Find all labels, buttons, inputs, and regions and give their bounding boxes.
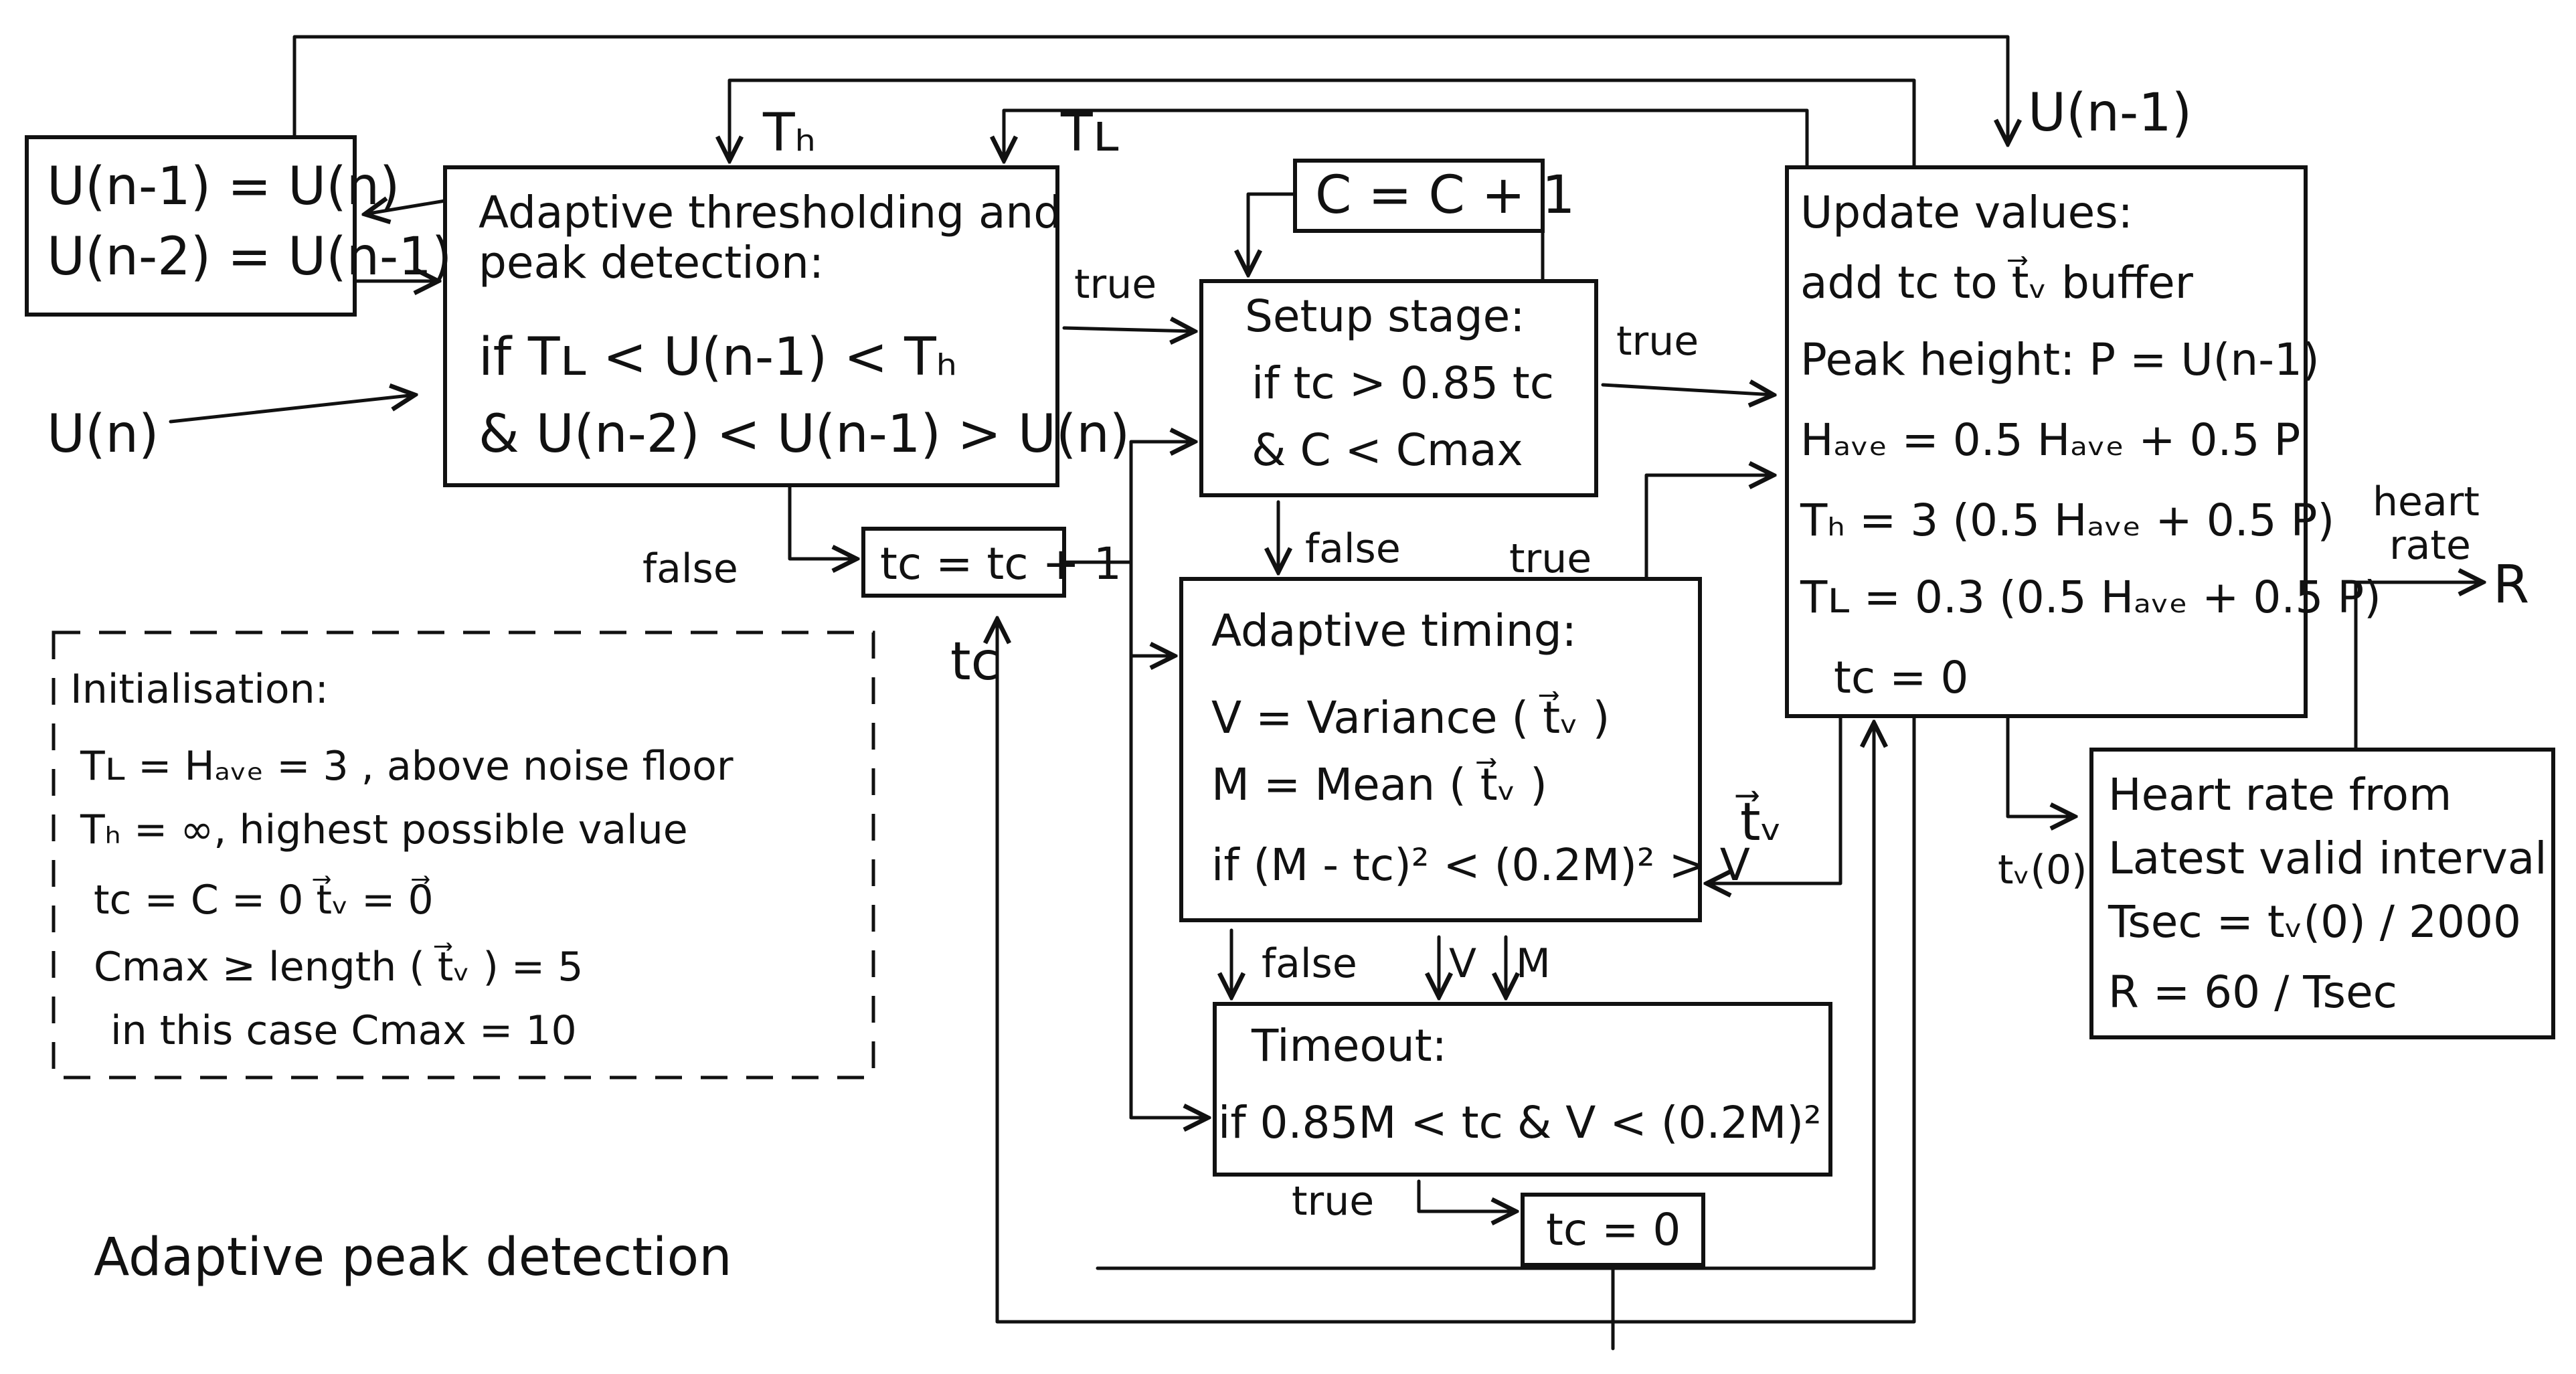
update-line-1: add tᴄ to t⃗ᵥ buffer bbox=[1800, 256, 2194, 309]
heart-rate-label: heart bbox=[2373, 479, 2480, 525]
update-line-5: Tʟ = 0.3 (0.5 Hₐᵥₑ + 0.5 P) bbox=[1800, 572, 2381, 623]
init-line-5: in this case Cmax = 10 bbox=[110, 1007, 577, 1054]
heartrate-line-4: R = 60 / Tsec bbox=[2108, 966, 2397, 1018]
heartrate-line-1: Heart rate from bbox=[2108, 769, 2452, 821]
detection-true-label: true bbox=[1074, 261, 1156, 308]
detection-false-label: false bbox=[642, 545, 738, 592]
arrow-detection-to-shift bbox=[365, 201, 447, 214]
timeout-true-label: true bbox=[1292, 1178, 1374, 1225]
arrow-tv0-to-heartrate bbox=[2006, 714, 2075, 817]
reset-box: tᴄ = 0 bbox=[1521, 1193, 1705, 1267]
th-label: Tₕ bbox=[762, 103, 816, 163]
timing-line-2: M = Mean ( t⃗ᵥ ) bbox=[1211, 758, 1547, 810]
arrow-th-feedback bbox=[729, 78, 1916, 169]
detection-condition-1: if Tʟ < U(n-1) < Tₕ bbox=[479, 327, 957, 388]
heartrate-line-2: Latest valid interval bbox=[2108, 833, 2547, 884]
arrow-counter-to-setup bbox=[1248, 192, 1297, 274]
arrow-tv-buffer-to-timing bbox=[1707, 714, 1842, 883]
counter-label: C = C + 1 bbox=[1315, 165, 1575, 226]
tl-label: Tʟ bbox=[1060, 103, 1119, 163]
v-output-label: V bbox=[1449, 940, 1476, 987]
arrow-detection-false-to-increment bbox=[788, 483, 857, 559]
reset-label: tᴄ = 0 bbox=[1546, 1204, 1681, 1256]
init-line-4: Cmax ≥ length ( t⃗ᵥ ) = 5 bbox=[94, 942, 583, 991]
arrow-tc-loop bbox=[997, 619, 1615, 1324]
init-line-2: Tₕ = ∞, highest possible value bbox=[80, 806, 688, 853]
timing-box: Adaptive timing: V = Variance ( t⃗ᵥ ) M … bbox=[1179, 577, 1750, 922]
arrow-bus-to-update bbox=[1096, 723, 1874, 1270]
arrow-timing-true-to-update bbox=[1644, 475, 1774, 581]
setup-condition-2: & C < Cmax bbox=[1252, 424, 1523, 476]
timing-title: Adaptive timing: bbox=[1211, 605, 1577, 657]
timing-line-1: V = Variance ( t⃗ᵥ ) bbox=[1211, 691, 1610, 744]
counter-box: C = C + 1 bbox=[1293, 159, 1575, 233]
heart-rate-label-2: rate bbox=[2389, 522, 2471, 569]
arrow-timeout-true-to-reset bbox=[1417, 1179, 1516, 1211]
line-update-to-bus bbox=[1611, 714, 1916, 1324]
timing-true-label: true bbox=[1509, 535, 1592, 582]
r-output-label: R bbox=[2493, 555, 2529, 615]
update-title: Update values: bbox=[1800, 187, 2133, 238]
setup-box: Setup stage: if tᴄ > 0.85 tᴄ & C < Cmax bbox=[1199, 279, 1598, 497]
detection-condition-2: & U(n-2) < U(n-1) > U(n) bbox=[479, 404, 1130, 464]
timeout-condition: if 0.85M < tᴄ & V < (0.2M)² bbox=[1218, 1097, 1822, 1148]
arrow-un-to-detection bbox=[169, 395, 415, 424]
tc-side-label: tᴄ bbox=[950, 632, 999, 692]
heartrate-line-3: Tsec = tᵥ(0) / 2000 bbox=[2108, 896, 2521, 948]
timing-false-label: false bbox=[1262, 940, 1357, 987]
timing-line-3: if (M - tᴄ)² < (0.2M)² > V bbox=[1211, 839, 1750, 891]
arrow-increment-to-setup bbox=[1129, 442, 1195, 1120]
tv0-label: tᵥ(0) bbox=[1998, 847, 2087, 893]
detection-title-2: peak detection: bbox=[479, 237, 824, 288]
update-line-3: Hₐᵥₑ = 0.5 Hₐᵥₑ + 0.5 P bbox=[1800, 414, 2300, 466]
setup-false-label: false bbox=[1305, 525, 1401, 572]
shift-box: U(n-1) = U(n) U(n-2) = U(n-1) bbox=[25, 135, 452, 317]
arrow-tl-feedback bbox=[1004, 108, 1809, 169]
update-line-4: Tₕ = 3 (0.5 Hₐᵥₑ + 0.5 P) bbox=[1800, 495, 2334, 546]
detection-title-1: Adaptive thresholding and bbox=[479, 187, 1061, 238]
arrow-u-prev-to-update bbox=[292, 35, 2008, 144]
init-box: Initialisation: Tʟ = Hₐᵥₑ = 3 , above no… bbox=[52, 630, 875, 1080]
diagram-caption: Adaptive peak detection bbox=[94, 1227, 732, 1288]
update-line-2: Peak height: P = U(n-1) bbox=[1800, 334, 2320, 385]
detection-box: Adaptive thresholding and peak detection… bbox=[443, 165, 1130, 487]
setup-title: Setup stage: bbox=[1245, 290, 1525, 342]
heartrate-box: Heart rate from Latest valid interval Ts… bbox=[2089, 748, 2555, 1039]
init-line-1: Tʟ = Hₐᵥₑ = 3 , above noise floor bbox=[80, 743, 734, 790]
setup-condition-1: if tᴄ > 0.85 tᴄ bbox=[1252, 357, 1554, 409]
u-prev-label: U(n-1) bbox=[2028, 83, 2192, 143]
tv-vector-label: t⃗ᵥ bbox=[1735, 790, 1782, 853]
input-un-label: U(n) bbox=[47, 404, 159, 464]
setup-true-label: true bbox=[1616, 318, 1699, 365]
arrow-setup-true-to-update bbox=[1601, 385, 1774, 395]
shift-line-2: U(n-2) = U(n-1) bbox=[47, 227, 452, 287]
shift-line-1: U(n-1) = U(n) bbox=[47, 157, 400, 217]
update-box: Update values: add tᴄ to t⃗ᵥ buffer Peak… bbox=[1785, 165, 2381, 718]
timeout-title: Timeout: bbox=[1251, 1020, 1447, 1071]
arrow-detection-true-to-setup bbox=[1062, 328, 1195, 331]
init-line-3: tᴄ = C = 0 t⃗ᵥ = 0⃗ bbox=[94, 875, 434, 924]
arrow-heartrate-to-r bbox=[2354, 582, 2483, 752]
timeout-box: Timeout: if 0.85M < tᴄ & V < (0.2M)² bbox=[1213, 1002, 1832, 1177]
init-title: Initialisation: bbox=[70, 666, 329, 713]
m-output-label: M bbox=[1516, 940, 1551, 987]
update-line-6: tᴄ = 0 bbox=[1834, 652, 1968, 703]
